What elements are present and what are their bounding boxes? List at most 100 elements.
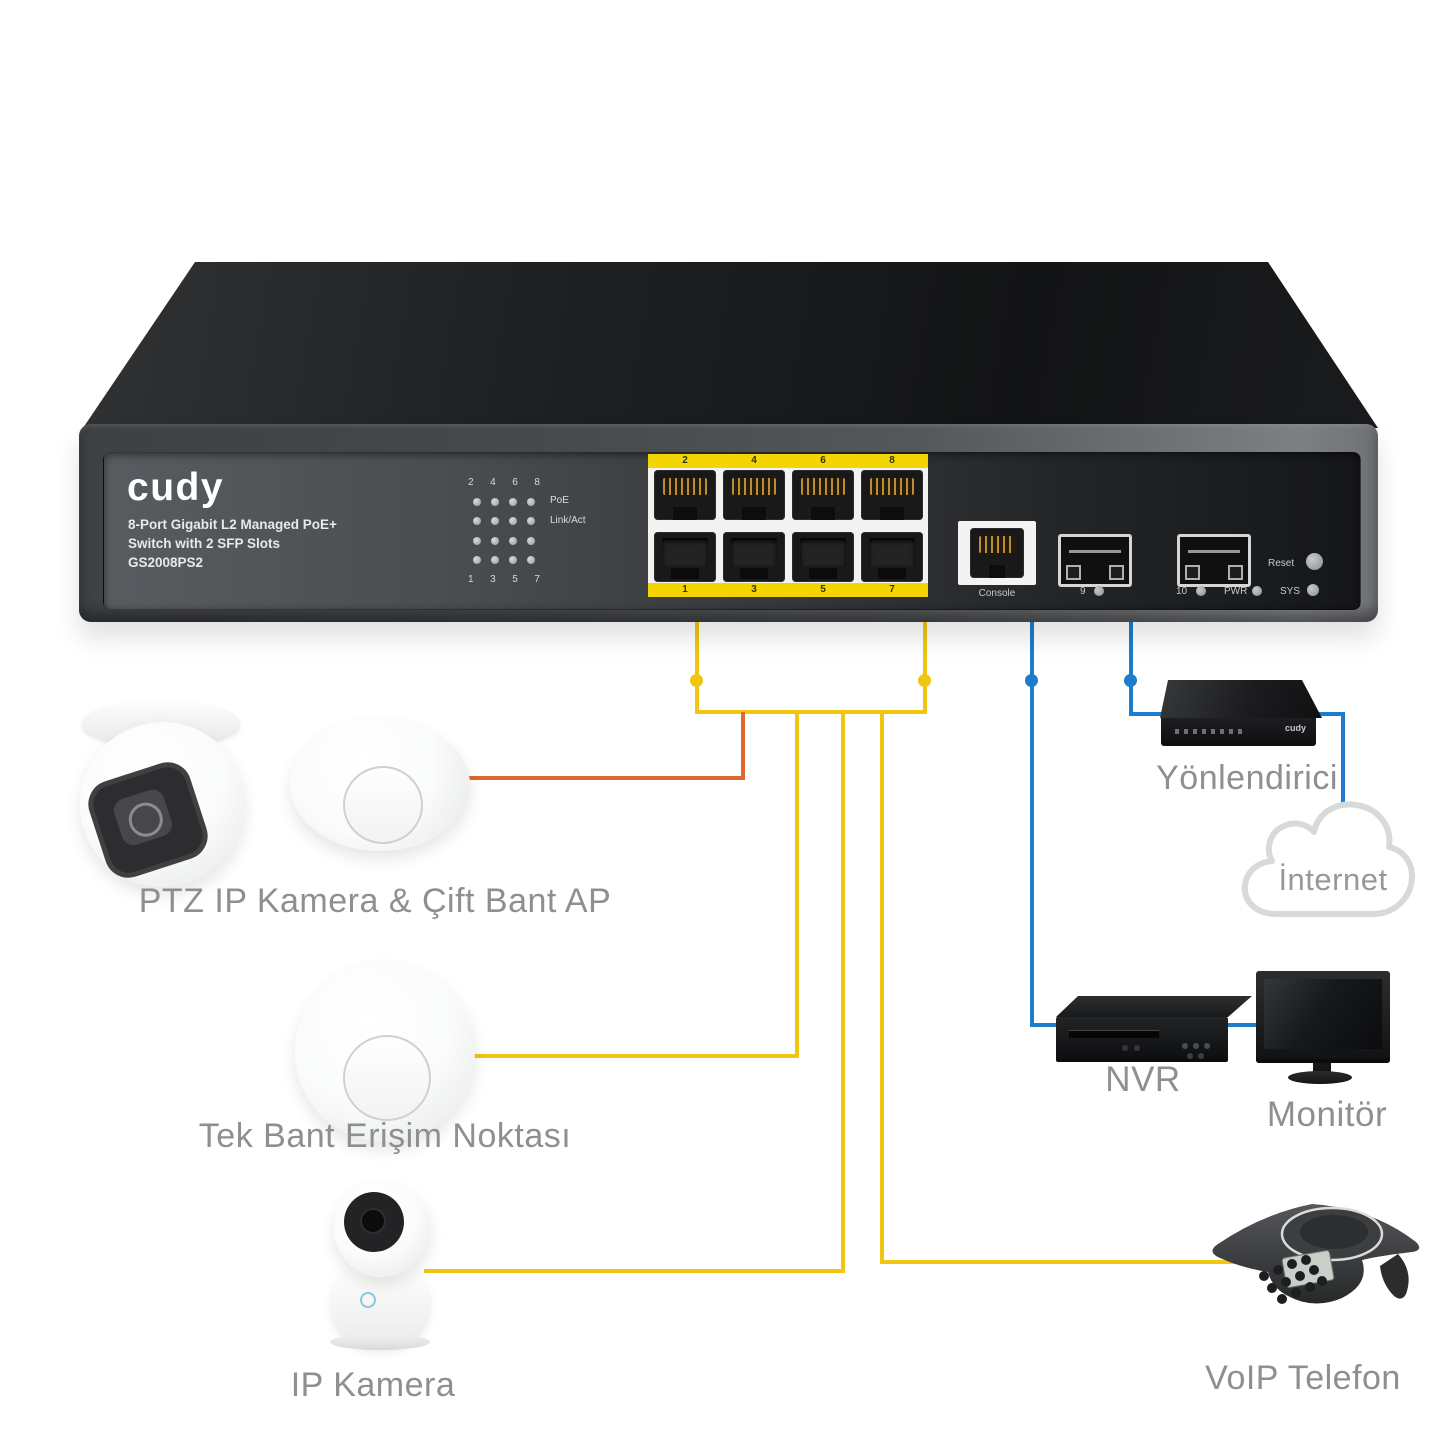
cable-switch-drop-right — [923, 622, 927, 714]
led-indicator — [527, 497, 535, 506]
dual-band-ap-button — [343, 766, 423, 844]
internet-label: İnternet — [1278, 862, 1388, 897]
sfp-cage-bar — [1069, 550, 1121, 553]
nvr-buttons — [1182, 1043, 1188, 1049]
cable-single-band-ap-horizontal — [474, 1054, 799, 1058]
port-number: 6 — [820, 455, 826, 466]
sfp10-label: 10 — [1176, 586, 1188, 597]
monitor-base — [1288, 1071, 1352, 1084]
led-indicator — [527, 517, 535, 526]
sfp9-label: 9 — [1080, 586, 1086, 597]
single-band-ap-button — [343, 1035, 431, 1121]
led-num: 6 — [512, 477, 518, 488]
voip-phone-label: VoIP Telefon — [1205, 1359, 1401, 1397]
switch-model-text: 8-Port Gigabit L2 Managed PoE+ Switch wi… — [128, 515, 337, 572]
port-number: 4 — [751, 455, 757, 466]
sfp-cage-bar — [1188, 550, 1240, 553]
switch-brand-logo: cudy — [127, 466, 225, 509]
led-indicator — [491, 556, 499, 565]
led-indicator — [473, 497, 481, 506]
led-indicator — [491, 536, 499, 545]
junction-dot — [918, 674, 931, 687]
nvr-top-face — [1056, 996, 1252, 1017]
cable-yellow-bus — [695, 710, 927, 714]
sfp10-led — [1196, 586, 1206, 596]
router-front-face: cudy — [1161, 718, 1316, 746]
cable-voip-phone-vertical — [880, 712, 884, 1264]
reset-label: Reset — [1268, 558, 1295, 569]
sfp-slot-9 — [1058, 534, 1132, 587]
router-label: Yönlendirici — [1156, 759, 1338, 797]
led-indicator — [509, 556, 517, 565]
port-number: 1 — [682, 584, 688, 595]
poe-led-label: PoE — [550, 495, 569, 506]
cable-nvr-vertical — [1030, 622, 1034, 1027]
sys-led — [1307, 584, 1319, 596]
ip-camera-label: IP Kamera — [290, 1366, 456, 1404]
junction-dot — [690, 674, 703, 687]
console-port — [970, 528, 1024, 578]
led-num: 5 — [512, 574, 518, 585]
console-label: Console — [978, 588, 1016, 599]
switch-model-line3: GS2008PS2 — [128, 555, 204, 570]
led-bottom-numbers: 1 3 5 7 — [468, 574, 540, 585]
led-indicator — [473, 556, 481, 565]
port-bar-bottom — [648, 583, 928, 597]
pwr-label: PWR — [1224, 586, 1248, 597]
reset-button — [1306, 553, 1323, 570]
sys-label: SYS — [1280, 586, 1301, 597]
led-indicator — [509, 517, 517, 526]
ethernet-port-7 — [861, 532, 923, 582]
led-indicator — [527, 536, 535, 545]
junction-dot — [1124, 674, 1137, 687]
sfp-cage-bracket — [1109, 565, 1124, 580]
cable-router-internet-vertical — [1341, 712, 1345, 832]
cable-dual-band-ap-horizontal — [462, 776, 745, 780]
ethernet-port-3 — [723, 532, 785, 582]
router-brand-logo: cudy — [1284, 723, 1306, 733]
ethernet-port-6 — [792, 470, 854, 520]
led-num: 3 — [490, 574, 496, 585]
ethernet-port-4 — [723, 470, 785, 520]
cable-voip-phone-horizontal — [880, 1260, 1245, 1264]
cable-ip-camera-vertical — [841, 712, 845, 1273]
monitor-screen — [1264, 979, 1382, 1049]
port-bar-top — [648, 454, 928, 468]
sfp-cage-bracket — [1185, 565, 1200, 580]
internet-cloud — [1241, 801, 1415, 917]
ethernet-port-5 — [792, 532, 854, 582]
led-top-numbers: 2 4 6 8 — [468, 477, 540, 488]
sfp-cage-bracket — [1228, 565, 1243, 580]
led-indicator — [509, 497, 517, 506]
port-number: 5 — [820, 584, 826, 595]
junction-dot — [1025, 674, 1038, 687]
rj45-port-block: 2 4 6 8 1 3 5 7 — [648, 454, 928, 597]
led-indicator — [509, 536, 517, 545]
led-indicator — [491, 517, 499, 526]
router-top-face — [1160, 680, 1322, 718]
led-num: 8 — [534, 477, 540, 488]
port-number: 3 — [751, 584, 757, 595]
port-number: 7 — [889, 584, 895, 595]
sfp-cage-bracket — [1066, 565, 1081, 580]
ethernet-port-2 — [654, 470, 716, 520]
ip-camera-indicator — [360, 1292, 376, 1308]
led-indicator — [527, 556, 535, 565]
led-num: 2 — [468, 477, 474, 488]
cable-router-horizontal — [1129, 712, 1171, 716]
port-number: 2 — [682, 455, 688, 466]
pwr-led — [1252, 586, 1262, 596]
single-ap-label: Tek Bant Erişim Noktası — [198, 1117, 572, 1155]
ip-camera-base — [330, 1334, 430, 1350]
led-indicator — [473, 517, 481, 526]
nvr-disc-slot — [1069, 1030, 1159, 1038]
switch-top-face — [83, 262, 1378, 428]
switch-model-line2: Switch with 2 SFP Slots — [128, 536, 281, 551]
led-indicator — [491, 497, 499, 506]
cable-switch-drop-left — [695, 622, 699, 714]
port-number: 8 — [889, 455, 895, 466]
sfp-slot-10 — [1177, 534, 1251, 587]
cable-nvr-horizontal — [1030, 1023, 1060, 1027]
router-led-row — [1175, 729, 1247, 734]
